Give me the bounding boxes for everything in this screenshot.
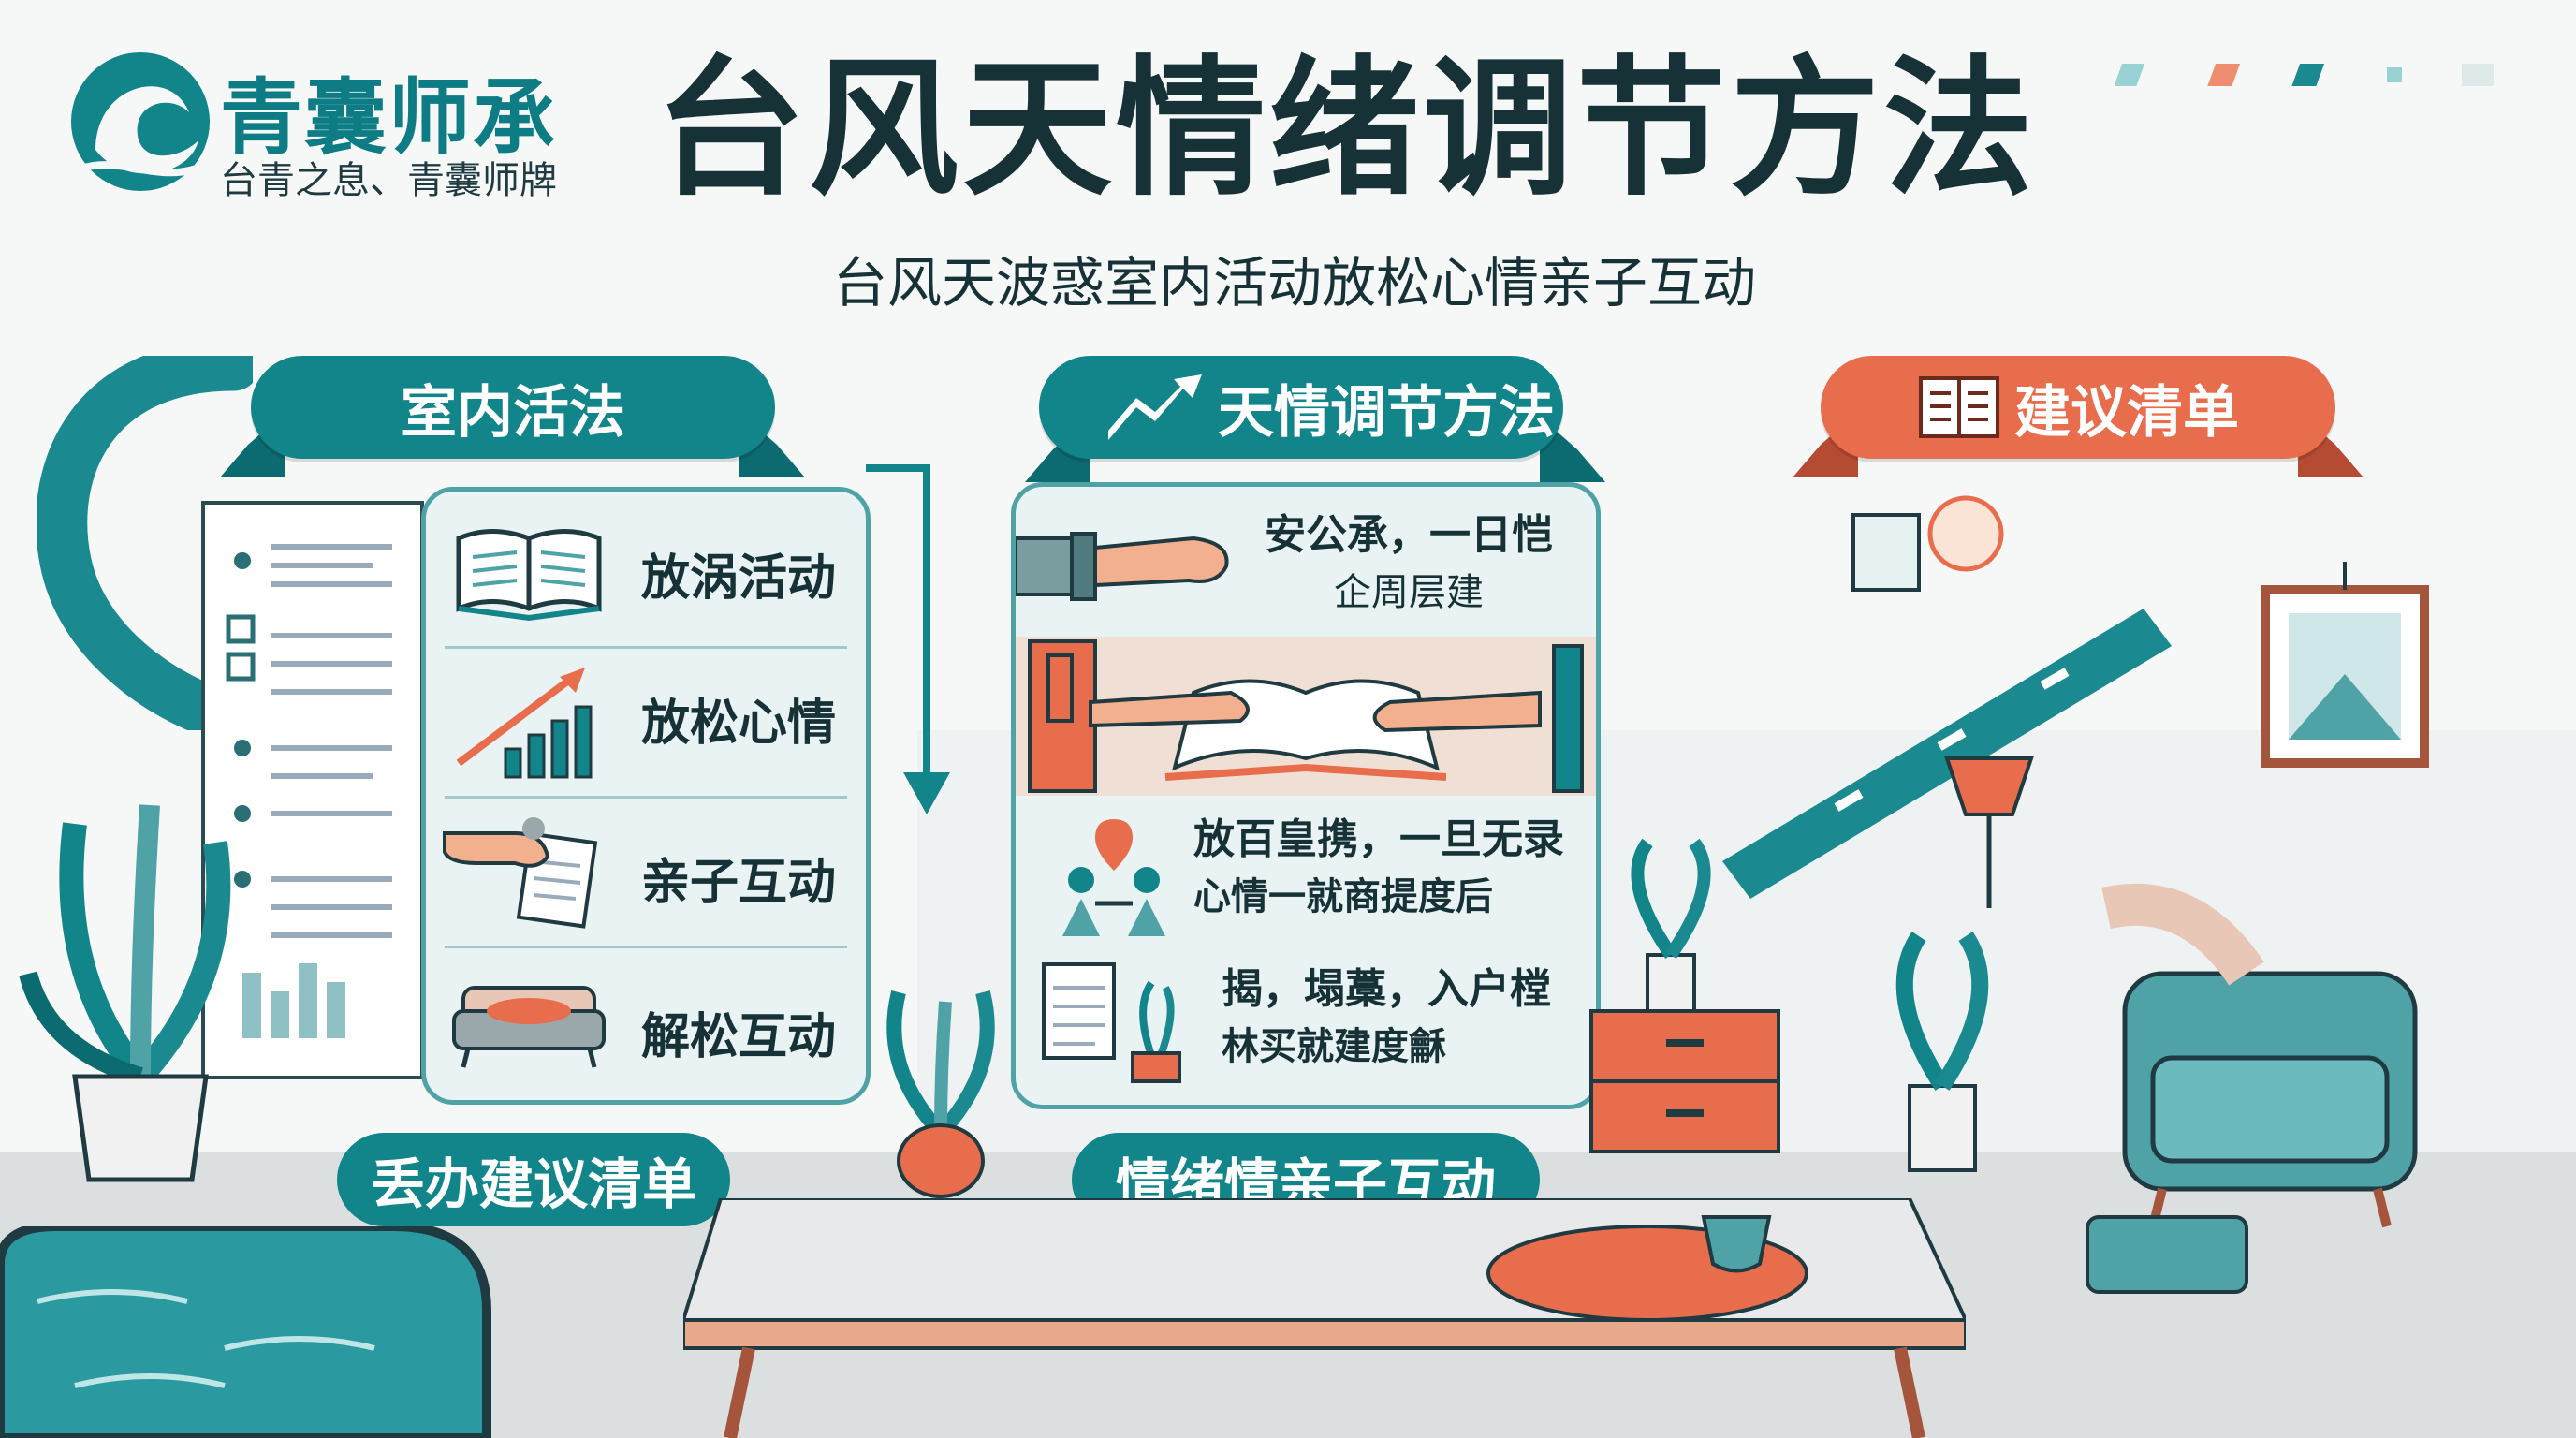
item-label: 亲子互动 <box>641 855 837 911</box>
swirl-decoration <box>37 356 253 730</box>
brand-name: 青囊师承 <box>220 69 558 166</box>
flow-arrow-icon <box>866 464 950 814</box>
indoor-activities-panel: 放涡活动 放松心情 亲子互动 解松互动 <box>421 487 871 1105</box>
ribbon-label: 建议清单 <box>2014 379 2239 446</box>
method-text-1: 安公承，一日恺 企周层建 <box>1240 506 1577 620</box>
hand-paper-icon <box>443 817 598 929</box>
divider <box>445 646 847 649</box>
method-line: 揭，塌藁，入户樘 <box>1222 965 1551 1013</box>
checklist-paper <box>201 501 424 1079</box>
decorative-dashes <box>2115 64 2494 86</box>
emotion-methods-panel: 安公承，一日恺 企周层建 放百皇携，一旦无录 心情一就商提度后 揭，塌藁，入 <box>1011 482 1601 1109</box>
people-pin-icon <box>1062 819 1165 936</box>
ribbon-suggestion-list: 建议清单 <box>1821 356 2335 459</box>
open-book-hands-icon <box>1028 639 1584 793</box>
method-line: 心情一就商提度后 <box>1193 874 1493 918</box>
pool-illustration <box>0 1226 491 1438</box>
document-icon <box>1919 376 1999 438</box>
ribbon-label: 天情调节方法 <box>1218 379 1555 446</box>
divider <box>445 946 847 948</box>
trend-arrow-icon <box>1108 374 1202 440</box>
reading-scene <box>1016 637 1596 796</box>
method-line: 企周层建 <box>1334 570 1484 614</box>
divider <box>445 796 847 799</box>
sofa-icon <box>452 986 606 1068</box>
growth-chart-icon <box>456 668 593 779</box>
item-label: 放涡活动 <box>641 550 837 607</box>
potted-plant-illustration <box>19 804 231 1182</box>
logo-mark-icon <box>71 52 210 191</box>
item-label: 解松互动 <box>641 1009 837 1065</box>
checklist-lines-icon <box>226 544 392 1038</box>
ribbon-indoor-methods: 室内活法 <box>251 356 775 459</box>
living-room-illustration <box>1722 495 2429 1294</box>
open-book-icon <box>456 529 602 622</box>
method-line: 放百皇携，一旦无录 <box>1193 815 1564 863</box>
method-text-3: 揭，塌藁，入户樘 林买就建度龢 <box>1222 960 1551 1074</box>
ribbon-emotion-methods: 天情调节方法 <box>1039 356 1563 459</box>
page-subtitle: 台风天波惑室内活动放松心情亲子互动 <box>833 251 1757 315</box>
page-title: 台风天情绪调节方法 <box>655 41 2038 216</box>
small-plant-illustration <box>886 990 995 1198</box>
method-line: 林买就建度龢 <box>1222 1024 1446 1068</box>
item-label: 放松心情 <box>641 696 837 752</box>
method-line: 安公承，一日恺 <box>1265 511 1553 559</box>
pill-suggestion-list: 丢办建议清单 <box>337 1133 730 1226</box>
reaching-hand-icon <box>1016 532 1229 601</box>
method-text-2: 放百皇携，一旦无录 心情一就商提度后 <box>1193 810 1564 924</box>
coffee-table-illustration <box>683 1198 1966 1438</box>
brand-slogan: 台青之息、青囊师牌 <box>220 159 557 202</box>
dresser-illustration <box>1589 838 1780 1153</box>
document-plant-icon <box>1042 962 1181 1083</box>
